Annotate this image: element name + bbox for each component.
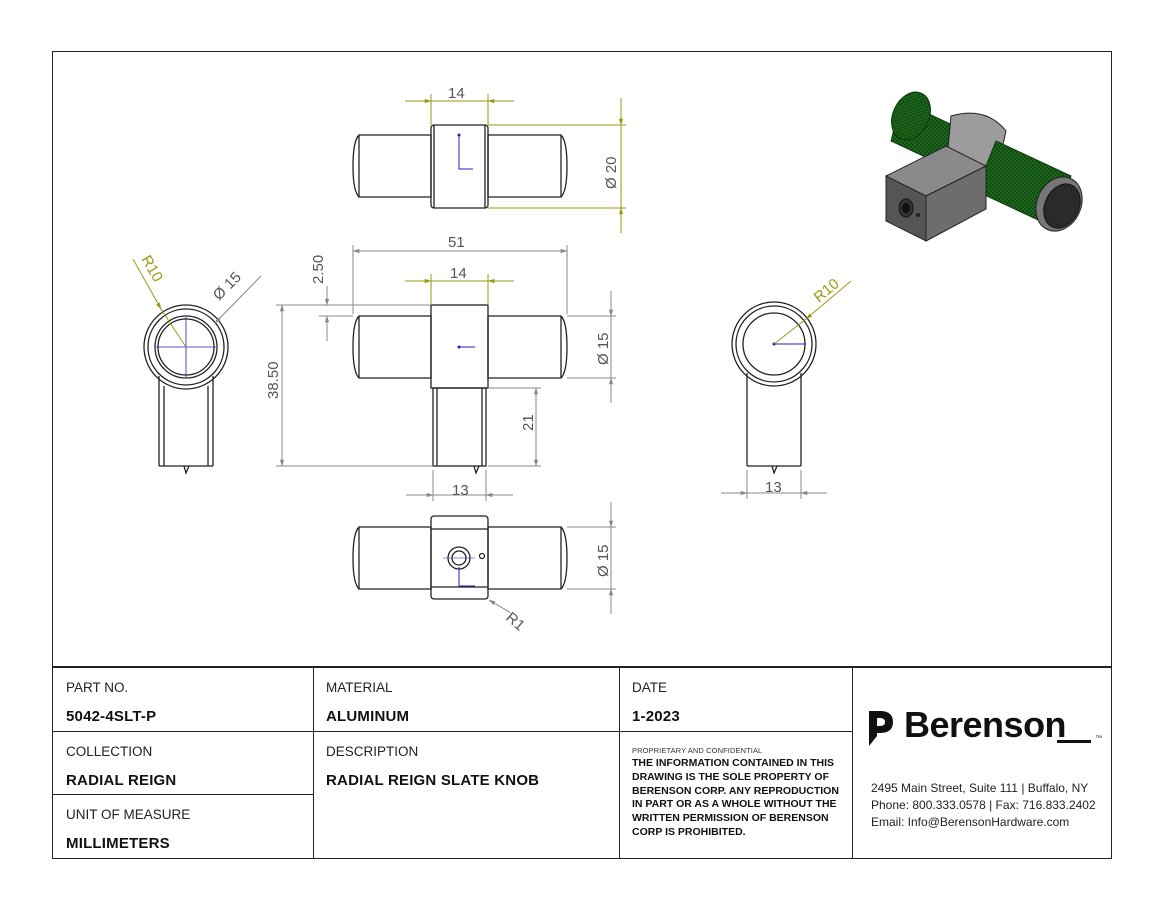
- right-side-view: [731, 301, 817, 475]
- collection-label: COLLECTION: [66, 744, 153, 759]
- trademark-symbol: ™: [1095, 735, 1102, 742]
- dim-cap-offset: 2.50: [310, 255, 327, 284]
- front-view: [352, 304, 568, 475]
- bottom-view-dims: [488, 502, 616, 614]
- dim-right-radius: R10: [811, 275, 843, 306]
- dim-left-radius: R10: [138, 253, 166, 285]
- right-side-dims: [773, 280, 852, 345]
- dim-top-width: 14: [448, 85, 465, 102]
- material-value: ALUMINUM: [326, 708, 410, 725]
- drawing-sheet: 14 Ø 20: [52, 51, 1112, 859]
- confidential-heading: PROPRIETARY AND CONFIDENTIAL: [632, 746, 763, 755]
- dim-right-stem-width: 13: [765, 479, 782, 496]
- dim-overall-height: 38.50: [265, 361, 282, 399]
- collection-value: RADIAL REIGN: [66, 772, 177, 789]
- company-address: 2495 Main Street, Suite 111 | Buffalo, N…: [871, 781, 1089, 795]
- title-block-divider-1: [313, 666, 315, 858]
- dim-overall-length: 51: [448, 234, 465, 251]
- front-view-width-dim: [405, 274, 514, 305]
- part-no-label: PART NO.: [66, 680, 129, 695]
- material-label: MATERIAL: [326, 680, 393, 695]
- uom-value: MILLIMETERS: [66, 835, 170, 852]
- logo-underline: [1057, 740, 1091, 743]
- dim-bottom-dia: Ø 15: [595, 544, 612, 577]
- date-value: 1-2023: [632, 708, 680, 725]
- dim-stem-width: 13: [452, 482, 469, 499]
- isometric-render: [884, 91, 1083, 242]
- dim-bottom-radius: R1: [502, 609, 528, 634]
- title-block-row-line-2: [53, 794, 313, 796]
- dim-stem-height: 21: [520, 414, 537, 431]
- dim-front-width: 14: [450, 265, 467, 282]
- description-value: RADIAL REIGN SLATE KNOB: [326, 772, 540, 789]
- top-view-dims: [405, 94, 626, 233]
- title-block-divider-2: [619, 666, 621, 858]
- description-label: DESCRIPTION: [326, 744, 419, 759]
- left-side-dims: [132, 258, 187, 348]
- title-block-row-line-1: [53, 731, 852, 733]
- technical-drawing: 14 Ø 20: [132, 85, 1083, 634]
- company-name: Berenson: [904, 704, 1067, 745]
- date-label: DATE: [632, 680, 668, 695]
- left-side-dia-leader: [214, 275, 262, 324]
- dim-top-dia: Ø 20: [603, 156, 620, 189]
- company-phone: Phone: 800.333.0578 | Fax: 716.833.2402: [871, 798, 1096, 812]
- company-email[interactable]: Email: Info@BerensonHardware.com: [871, 815, 1070, 829]
- dim-front-dia: Ø 15: [595, 332, 612, 365]
- confidential-body: THE INFORMATION CONTAINED IN THIS DRAWIN…: [632, 757, 839, 838]
- right-side-width-dim: [721, 470, 827, 499]
- berenson-logo-icon: [869, 711, 893, 746]
- left-side-view: [143, 304, 229, 475]
- title-block-divider-3: [852, 666, 854, 858]
- part-no-value: 5042-4SLT-P: [66, 708, 157, 725]
- title-block-top-border: [53, 666, 1111, 668]
- bottom-view: [352, 515, 568, 600]
- uom-label: UNIT OF MEASURE: [66, 807, 191, 822]
- front-view-dims: [276, 245, 616, 501]
- top-view: [352, 124, 568, 209]
